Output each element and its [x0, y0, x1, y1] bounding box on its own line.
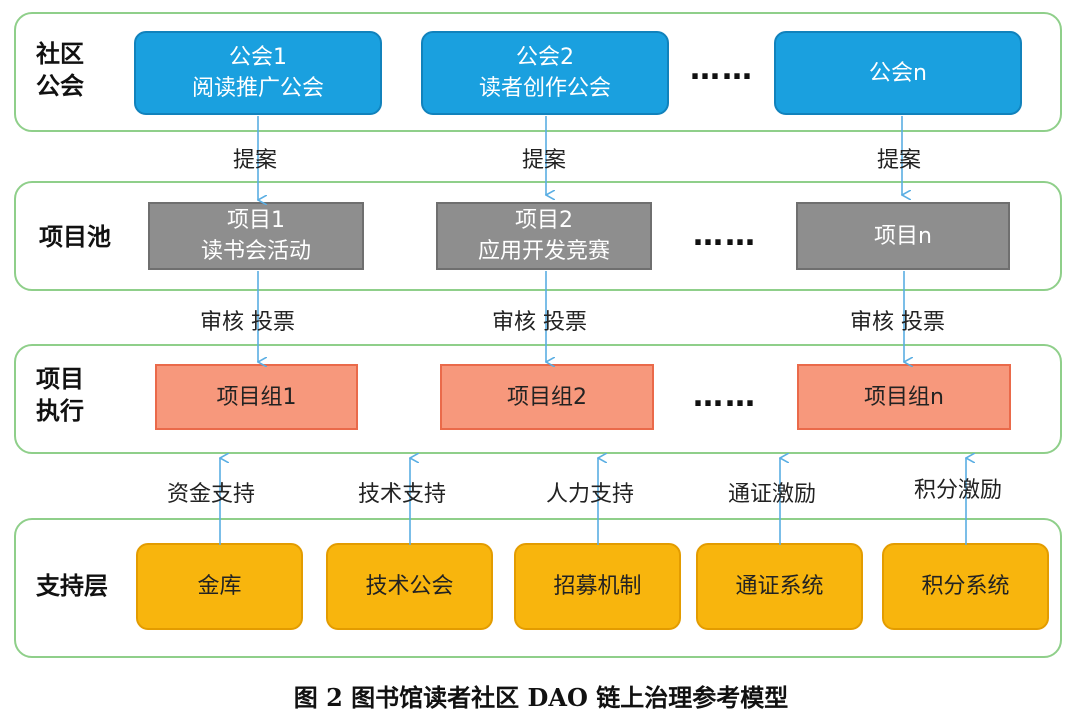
proposal-label-1: 提案 — [233, 148, 278, 173]
project-group-box-1: 项目组1 — [155, 364, 358, 430]
support-layer-label: 支持层 — [22, 570, 122, 602]
figure-caption: 图 2 图书馆读者社区 DAO 链上治理参考模型 — [293, 683, 789, 712]
project-2-name: 应用开发竞赛 — [477, 239, 610, 264]
project-group-n-label: 项目组n — [864, 384, 944, 410]
project-group-box-2: 项目组2 — [440, 364, 654, 430]
guild-2-name: 读者创作公会 — [478, 76, 611, 101]
review-vote-label-1: 审核 投票 — [200, 310, 295, 335]
community-label-line2: 公会 — [36, 72, 84, 100]
proposal-label-2: 提案 — [522, 148, 567, 173]
guild-2-title: 公会2 — [516, 45, 574, 70]
guild-ellipsis: …… — [690, 52, 754, 87]
project-1-name: 读书会活动 — [200, 239, 311, 264]
support-flow-points: 积分激励 — [914, 478, 1003, 503]
project-1-title: 项目1 — [227, 208, 285, 233]
support-token-system-label: 通证系统 — [735, 574, 824, 599]
support-recruitment-label: 招募机制 — [553, 574, 642, 599]
support-box-tech-guild: 技术公会 — [326, 543, 493, 630]
support-box-points-system: 积分系统 — [882, 543, 1049, 630]
review-vote-label-n: 审核 投票 — [850, 310, 945, 335]
project-2-title: 项目2 — [515, 208, 573, 233]
proposal-label-n: 提案 — [877, 148, 922, 173]
review-vote-label-2: 审核 投票 — [492, 310, 587, 335]
project-group-2-label: 项目组2 — [507, 384, 587, 410]
support-box-token-system: 通证系统 — [696, 543, 863, 630]
project-group-ellipsis: …… — [693, 379, 757, 414]
support-tech-guild-label: 技术公会 — [365, 574, 454, 599]
pool-layer-label: 项目池 — [20, 221, 130, 253]
project-box-1: 项目1 读书会活动 — [148, 202, 364, 270]
pool-label: 项目池 — [39, 223, 111, 251]
support-box-treasury: 金库 — [136, 543, 303, 630]
community-layer-label: 社区 公会 — [30, 38, 90, 102]
project-group-box-n: 项目组n — [797, 364, 1011, 430]
community-label-line1: 社区 — [36, 40, 84, 68]
guild-box-n: 公会n — [774, 31, 1022, 115]
guild-n-title: 公会n — [869, 60, 927, 86]
support-treasury-label: 金库 — [197, 574, 242, 599]
guild-1-name: 阅读推广公会 — [191, 76, 324, 101]
execution-layer-label: 项目 执行 — [30, 363, 90, 427]
guild-1-title: 公会1 — [229, 45, 287, 70]
execution-label-line2: 执行 — [36, 397, 84, 425]
support-flow-funds: 资金支持 — [167, 482, 256, 507]
support-label: 支持层 — [36, 572, 108, 600]
project-ellipsis: …… — [693, 218, 757, 253]
support-flow-manpower: 人力支持 — [546, 482, 635, 507]
support-box-recruitment: 招募机制 — [514, 543, 681, 630]
guild-box-1: 公会1 阅读推广公会 — [134, 31, 382, 115]
support-flow-token: 通证激励 — [728, 482, 817, 507]
guild-box-2: 公会2 读者创作公会 — [421, 31, 669, 115]
support-points-system-label: 积分系统 — [921, 574, 1010, 599]
support-flow-tech: 技术支持 — [358, 482, 447, 507]
project-n-title: 项目n — [874, 223, 932, 249]
project-box-n: 项目n — [796, 202, 1010, 270]
project-group-1-label: 项目组1 — [216, 384, 297, 410]
project-box-2: 项目2 应用开发竞赛 — [436, 202, 652, 270]
execution-label-line1: 项目 — [36, 365, 84, 393]
